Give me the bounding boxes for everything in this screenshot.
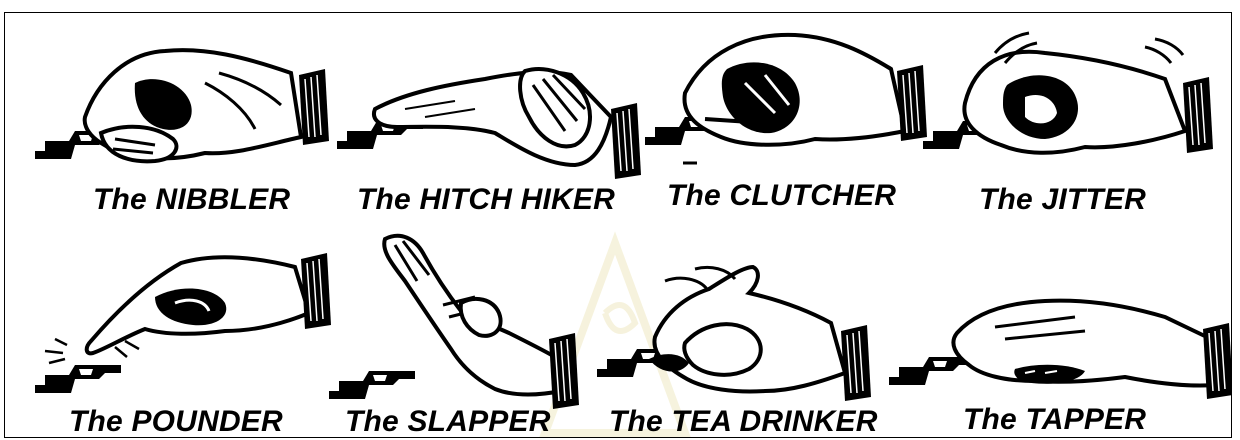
- tea-drinker-hand-drawing: [597, 267, 871, 401]
- label-tea-drinker: The TEA DRINKER: [609, 405, 878, 438]
- label-clutcher: The CLUTCHER: [667, 179, 896, 213]
- nibbler-hand-drawing: [35, 50, 329, 161]
- label-hitch-hiker: The HITCH HIKER: [357, 183, 615, 217]
- label-jitter: The JITTER: [979, 183, 1146, 217]
- jitter-hand-drawing: [923, 33, 1213, 153]
- label-slapper: The SLAPPER: [345, 405, 551, 438]
- telegraph-keys-illustration: [5, 13, 1232, 438]
- slapper-hand-drawing: [329, 236, 579, 409]
- pounder-hand-drawing: [35, 253, 331, 393]
- illustration-frame: The NIBBLER The HITCH HIKER The CLUTCHER…: [4, 12, 1232, 438]
- tapper-hand-drawing: [889, 301, 1232, 399]
- hitch-hiker-hand-drawing: [337, 69, 641, 179]
- label-pounder: The POUNDER: [69, 405, 283, 438]
- clutcher-hand-drawing: [645, 35, 927, 163]
- label-tapper: The TAPPER: [963, 403, 1146, 437]
- label-nibbler: The NIBBLER: [93, 183, 290, 217]
